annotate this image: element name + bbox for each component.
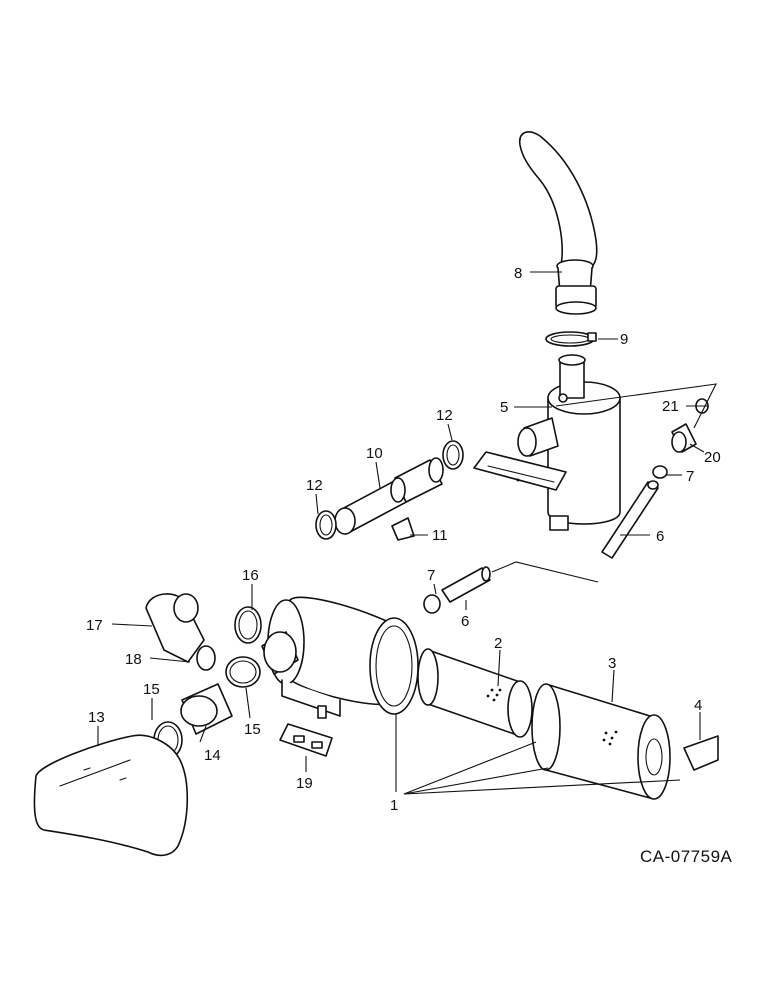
callout-7-upper: 7 [686,468,694,485]
hose-clamp-16 [235,607,261,643]
bracket [684,736,718,770]
callout-8: 8 [514,265,522,282]
callout-10: 10 [366,445,383,462]
callout-6-upper: 6 [656,528,664,545]
callout-4: 4 [694,697,702,714]
drawing-number: CA-07759A [640,847,733,866]
mounting-bracket [474,452,566,490]
hose-clamp-12b [443,441,463,469]
leader-lines [98,272,716,794]
pipe-clamp [546,332,596,346]
callout-12-left: 12 [306,477,323,494]
callout-7-lower: 7 [427,567,435,584]
housing-bracket [280,724,332,756]
callout-1: 1 [390,797,398,814]
elbow-hose [146,594,204,662]
callout-15-right: 15 [244,721,261,738]
callout-17: 17 [86,617,103,634]
vacuator-tube-lower [442,567,490,602]
callout-21: 21 [662,398,679,415]
callout-3: 3 [608,655,616,672]
callout-11: 11 [432,527,448,544]
callout-labels: 1 2 3 4 5 6 6 7 7 8 9 10 11 12 12 13 14 … [86,265,721,814]
restriction-indicator [672,424,696,452]
clamp-7-upper [653,466,667,478]
callout-2: 2 [494,635,502,652]
vacuator-tube-upper [602,481,658,558]
callout-14: 14 [204,747,221,764]
callout-19: 19 [296,775,313,792]
callout-20: 20 [704,449,721,466]
callout-13: 13 [88,709,105,726]
callout-16: 16 [242,567,259,584]
secondary-filter-element [532,684,670,799]
clamp-7-lower [424,595,440,613]
elbow-clamp-18 [197,646,215,670]
callout-5: 5 [500,399,508,416]
callout-18: 18 [125,651,142,668]
inlet-hose [181,684,232,734]
primary-filter-element [418,649,532,737]
callout-6-lower: 6 [461,613,469,630]
callout-12-right: 12 [436,407,453,424]
intake-tube [335,458,443,534]
callout-9: 9 [620,331,628,348]
hose-clamp-12a [316,511,336,539]
air-cleaner-housing [262,597,418,718]
callout-15-left: 15 [143,681,160,698]
intake-hood [34,735,187,855]
exhaust-stack-pipe [520,132,597,314]
precleaner-body [518,355,620,530]
hose-clamp-15b [226,657,260,687]
decal [392,518,414,540]
